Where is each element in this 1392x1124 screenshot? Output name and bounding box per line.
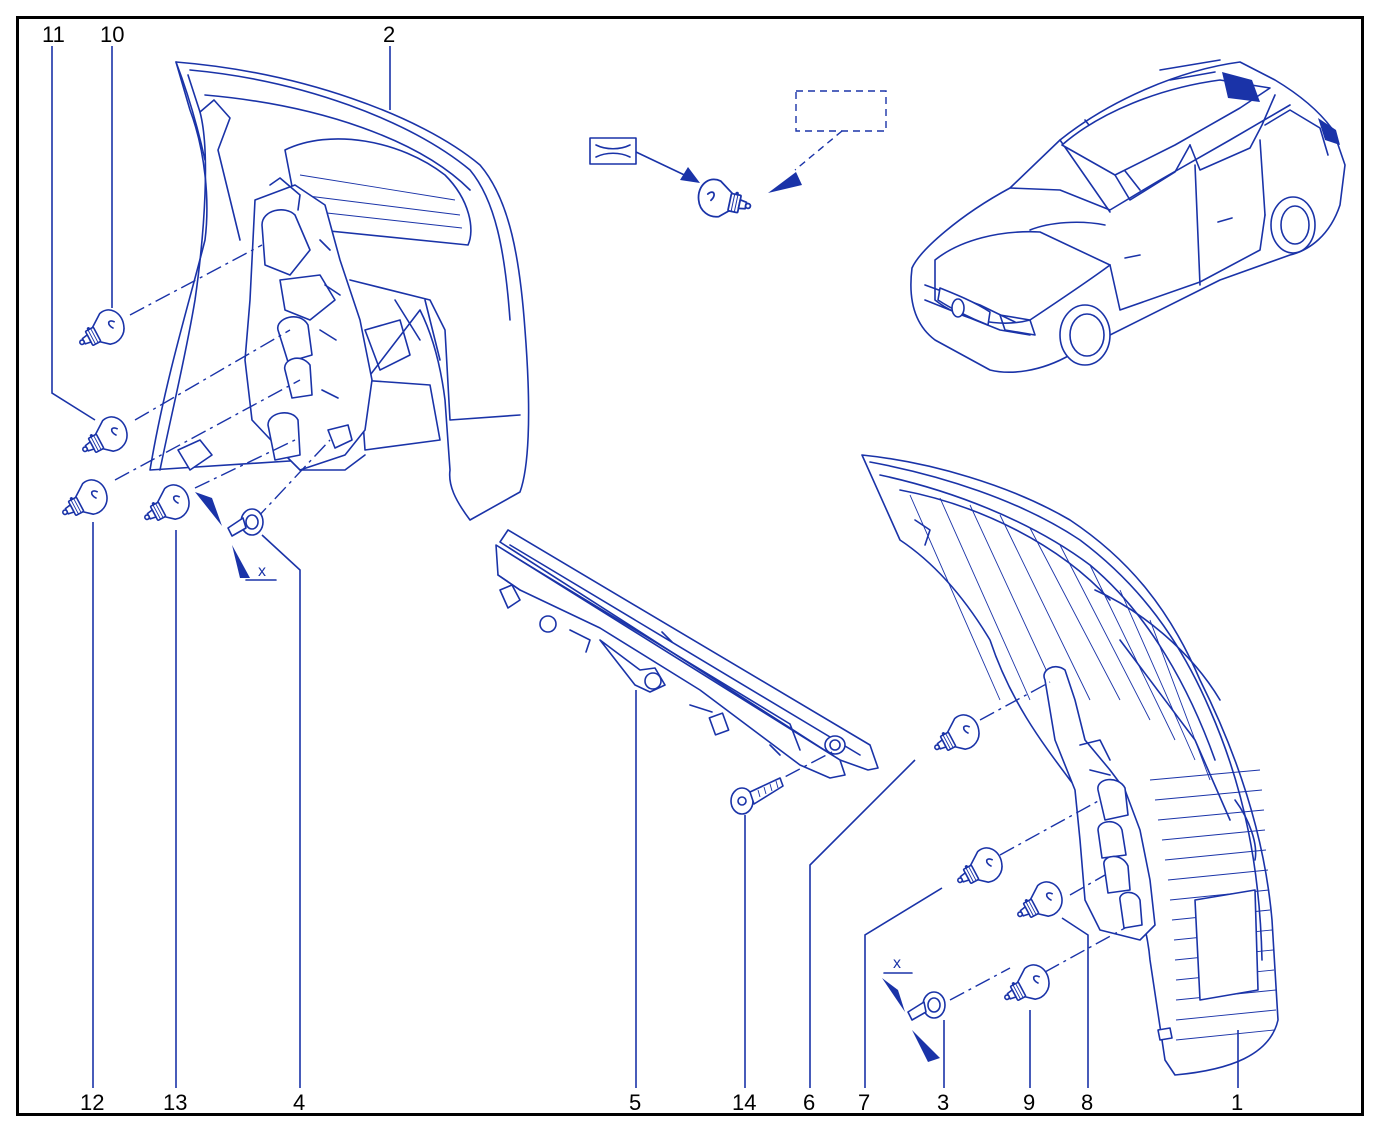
callout-4: 4 [293, 1090, 305, 1115]
bulb-11 [74, 411, 134, 466]
callout-5: 5 [629, 1090, 641, 1115]
bulb-8 [1009, 876, 1069, 931]
callout-2: 2 [383, 22, 395, 47]
callout-6: 6 [803, 1090, 815, 1115]
callout-14: 14 [732, 1090, 756, 1115]
bulb-6 [926, 709, 986, 764]
callout-7: 7 [858, 1090, 870, 1115]
bulb-9 [996, 959, 1056, 1014]
nut-3 [907, 991, 946, 1021]
section-mark-x-right: x [893, 955, 901, 972]
vehicle-estate-car-icon [910, 59, 1346, 373]
bulb-7 [949, 842, 1009, 897]
callout-12: 12 [80, 1090, 104, 1115]
nut-4 [227, 508, 264, 537]
bulb-10 [71, 304, 131, 359]
section-mark-x-left: x [258, 563, 266, 580]
callout-11: 11 [42, 22, 65, 47]
bulb-13 [136, 479, 196, 534]
callout-8: 8 [1081, 1090, 1093, 1115]
callout-13: 13 [163, 1090, 187, 1115]
left-tail-lamp [149, 61, 530, 521]
screw-14 [730, 777, 784, 815]
centre-lamp [495, 529, 879, 779]
callout-9: 9 [1023, 1090, 1035, 1115]
bulb-type-symbol [589, 90, 887, 225]
bulb-12 [54, 474, 114, 529]
right-tail-lamp [861, 454, 1279, 1076]
callout-10: 10 [100, 22, 124, 47]
callout-1: 1 [1231, 1090, 1243, 1115]
callout-3: 3 [937, 1090, 949, 1115]
